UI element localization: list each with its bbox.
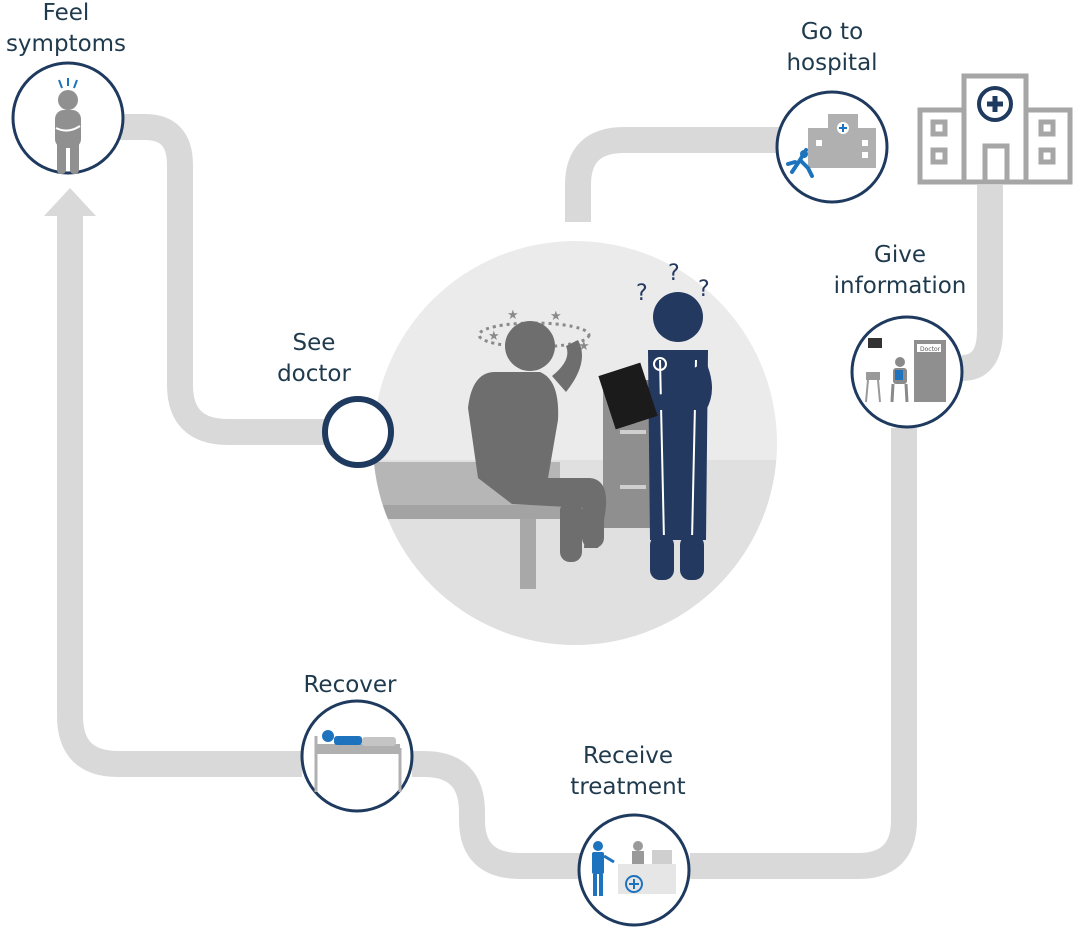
step-circle-see-doctor — [322, 396, 394, 468]
path-info-to-treatment — [690, 428, 917, 879]
label-feel-symptoms-line1: Feel — [42, 0, 90, 26]
step-circle-receive-treatment — [577, 813, 691, 927]
consultation-scene: ★ ★ ★ ★ ? ? ? — [373, 241, 777, 645]
path-symptoms-to-doctor — [120, 114, 330, 445]
waiting-room-icon: Doctor — [865, 338, 946, 403]
flow-arrowhead-icon — [44, 188, 96, 216]
label-see-doctor: See doctor — [214, 328, 414, 390]
question-mark-1: ? — [636, 281, 648, 306]
label-receive-treatment-line2: treatment — [570, 774, 686, 800]
label-recover-line1: Recover — [303, 672, 397, 698]
step-circle-recover — [300, 699, 414, 813]
patient-in-bed-icon — [314, 730, 402, 792]
question-mark-2: ? — [668, 261, 680, 286]
symptoms-person-icon — [55, 78, 81, 174]
question-mark-3: ? — [698, 277, 710, 302]
step-circle-go-to-hospital — [775, 90, 889, 204]
label-go-to-hospital-line2: hospital — [786, 50, 878, 76]
flow-path — [57, 114, 1003, 879]
label-receive-treatment-line1: Receive — [582, 743, 674, 769]
svg-text:★: ★ — [578, 339, 590, 354]
label-feel-symptoms-line2: symptoms — [5, 31, 127, 57]
dizzy-patient-icon: ★ ★ ★ ★ — [468, 308, 607, 562]
path-recover-to-symptoms — [57, 214, 302, 777]
svg-text:★: ★ — [550, 309, 562, 324]
path-hospital-building-to-info — [960, 185, 1003, 381]
step-circle-feel-symptoms — [11, 61, 125, 175]
label-give-information-line2: information — [833, 273, 967, 299]
svg-text:★: ★ — [507, 308, 519, 323]
doctor-icon: ? ? ? — [598, 261, 712, 580]
doctor-door-sign: Doctor — [920, 346, 941, 353]
label-feel-symptoms: Feel symptoms — [0, 0, 166, 60]
label-go-to-hospital: Go to hospital — [732, 17, 932, 79]
path-treatment-to-recover — [412, 751, 580, 879]
reception-desk-icon — [592, 841, 676, 896]
label-receive-treatment: Receive treatment — [528, 741, 728, 803]
label-give-information: Give information — [800, 240, 1000, 302]
hospital-cross-icon — [977, 86, 1013, 122]
label-see-doctor-line2: doctor — [277, 361, 351, 387]
step-circle-give-information: Doctor — [850, 315, 964, 429]
running-to-hospital-icon — [786, 114, 876, 178]
label-give-information-line1: Give — [874, 242, 926, 268]
path-doctor-to-hospital — [565, 127, 780, 222]
label-see-doctor-line1: See — [292, 330, 336, 356]
label-go-to-hospital-line1: Go to — [800, 19, 864, 45]
hospital-building-icon — [917, 73, 1073, 185]
svg-text:★: ★ — [488, 329, 500, 344]
label-recover: Recover — [250, 670, 450, 701]
